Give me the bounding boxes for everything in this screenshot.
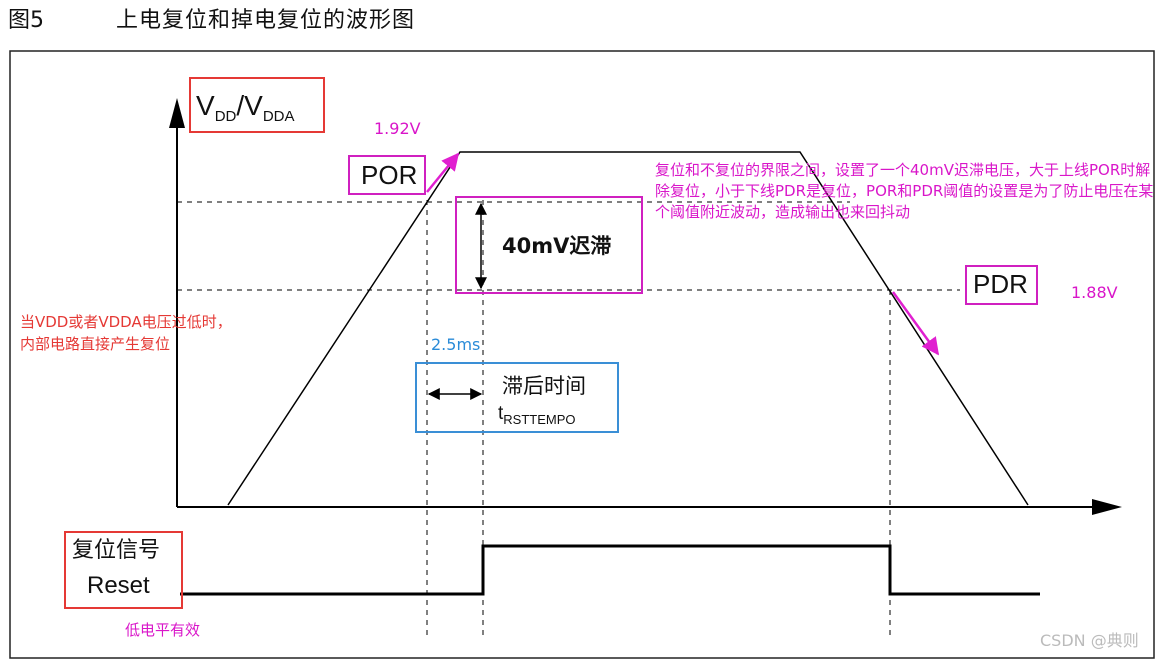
x-axis-arrowhead: [1092, 499, 1122, 515]
low-voltage-note-line1: 当VDD或者VDDA电压过低时，: [20, 313, 232, 331]
pdr-label-box: [965, 265, 1038, 305]
reset-label-en: Reset: [87, 572, 150, 599]
pdr-voltage: 1.88V: [1071, 283, 1118, 302]
watermark: CSDN @典则: [1040, 631, 1139, 650]
por-pointer-arrow: [426, 152, 460, 193]
pdr-label: PDR: [973, 269, 1028, 299]
reset-label-box: [64, 531, 183, 609]
delay-duration: 2.5ms: [431, 335, 481, 354]
delay-box: [415, 362, 619, 433]
figure-title: 上电复位和掉电复位的波形图: [116, 8, 416, 33]
reset-signal-waveform: [180, 544, 1040, 596]
supply-voltage-waveform: [227, 151, 1029, 506]
hysteresis-note: 复位和不复位的界限之间，设置了一个40mV迟滞电压，大于上线POR时解除复位，小…: [655, 161, 1154, 221]
active-low-note: 低电平有效: [125, 621, 201, 639]
figure-label: 图5: [8, 8, 44, 33]
hysteresis-label: 40mV迟滞: [502, 234, 612, 258]
y-axis-label-box: [189, 77, 325, 133]
y-axis-label: VDD/VDDA: [196, 90, 295, 125]
reset-label-cn: 复位信号: [72, 538, 161, 563]
por-label-box: [348, 155, 426, 195]
por-voltage: 1.92V: [374, 119, 421, 138]
y-axis-arrowhead: [169, 98, 185, 128]
low-voltage-note-line2: 内部电路直接产生复位: [20, 335, 171, 353]
delay-symbol: tRSTTEMPO: [498, 403, 576, 427]
por-label: POR: [361, 160, 418, 190]
delay-label: 滞后时间: [502, 374, 586, 398]
hysteresis-box: [455, 196, 643, 294]
pdr-pointer-arrow: [891, 291, 940, 356]
figure-frame: [9, 50, 1155, 659]
